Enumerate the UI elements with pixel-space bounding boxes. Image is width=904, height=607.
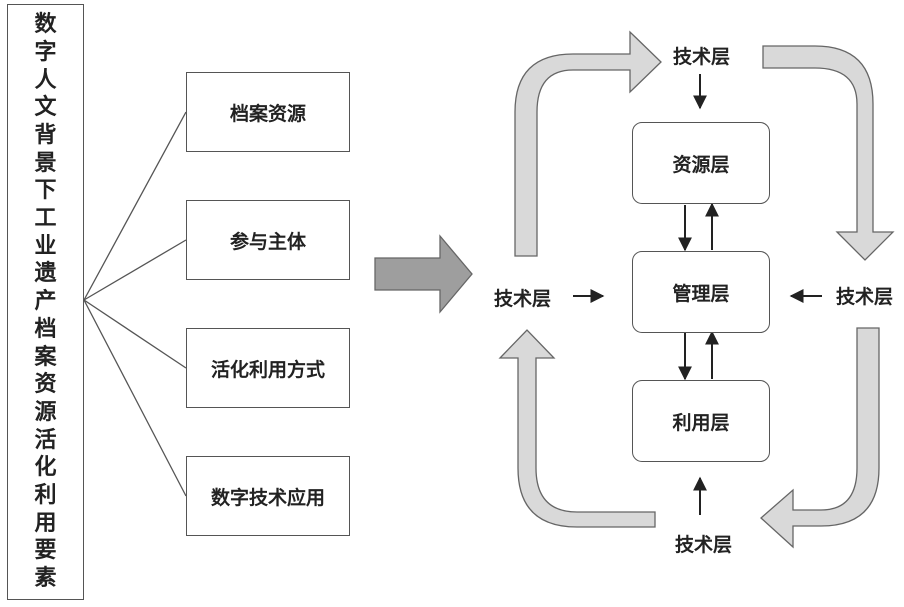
title-char: 遗: [34, 261, 57, 287]
title-char: 档: [34, 316, 57, 342]
title-char: 人: [34, 67, 57, 93]
title-char: 资: [34, 372, 57, 398]
title-char: 活: [34, 427, 57, 453]
curved-arrow-top-right: [762, 45, 895, 261]
management-layer-box: 管理层: [632, 251, 770, 333]
element-box-activation-methods: 活化利用方式: [186, 328, 350, 408]
connector-line-4: [83, 299, 187, 497]
title-char: 素: [34, 566, 57, 592]
title-char: 字: [34, 39, 57, 65]
connector-line-3: [83, 299, 187, 369]
tech-layer-label-right: 技术层: [836, 286, 894, 308]
curved-arrow-top-left: [514, 30, 662, 257]
title-char: 文: [34, 95, 57, 121]
title-char: 要: [34, 538, 57, 564]
tech-layer-label-bottom: 技术层: [675, 534, 733, 556]
element-box-digital-tech: 数字技术应用: [186, 456, 350, 536]
title-char: 用: [34, 510, 57, 536]
connector-line-2: [83, 239, 187, 301]
element-box-archive-resources: 档案资源: [186, 72, 350, 152]
connector-line-1: [83, 111, 187, 301]
title-char: 工: [34, 206, 57, 232]
title-char: 化: [34, 455, 57, 481]
title-char: 景: [34, 150, 57, 176]
title-char: 产: [34, 289, 57, 315]
vertical-title-box: 数字人文背景下工业遗产档案资源活化利用要素: [7, 4, 84, 600]
title-char: 案: [34, 344, 57, 370]
title-char: 业: [34, 233, 57, 259]
tech-layer-label-top: 技术层: [673, 46, 731, 68]
curved-arrow-bottom-right: [760, 327, 880, 549]
utilization-layer-box: 利用层: [632, 380, 770, 462]
title-char: 源: [34, 399, 57, 425]
element-box-participants: 参与主体: [186, 200, 350, 280]
tech-layer-label-left: 技术层: [494, 288, 552, 310]
title-char: 数: [34, 12, 57, 38]
curved-arrow-bottom-left: [498, 329, 656, 528]
resource-layer-box: 资源层: [632, 122, 770, 204]
title-char: 下: [34, 178, 57, 204]
title-char: 利: [34, 483, 57, 509]
title-char: 背: [34, 122, 57, 148]
big-right-arrow: [374, 234, 473, 314]
